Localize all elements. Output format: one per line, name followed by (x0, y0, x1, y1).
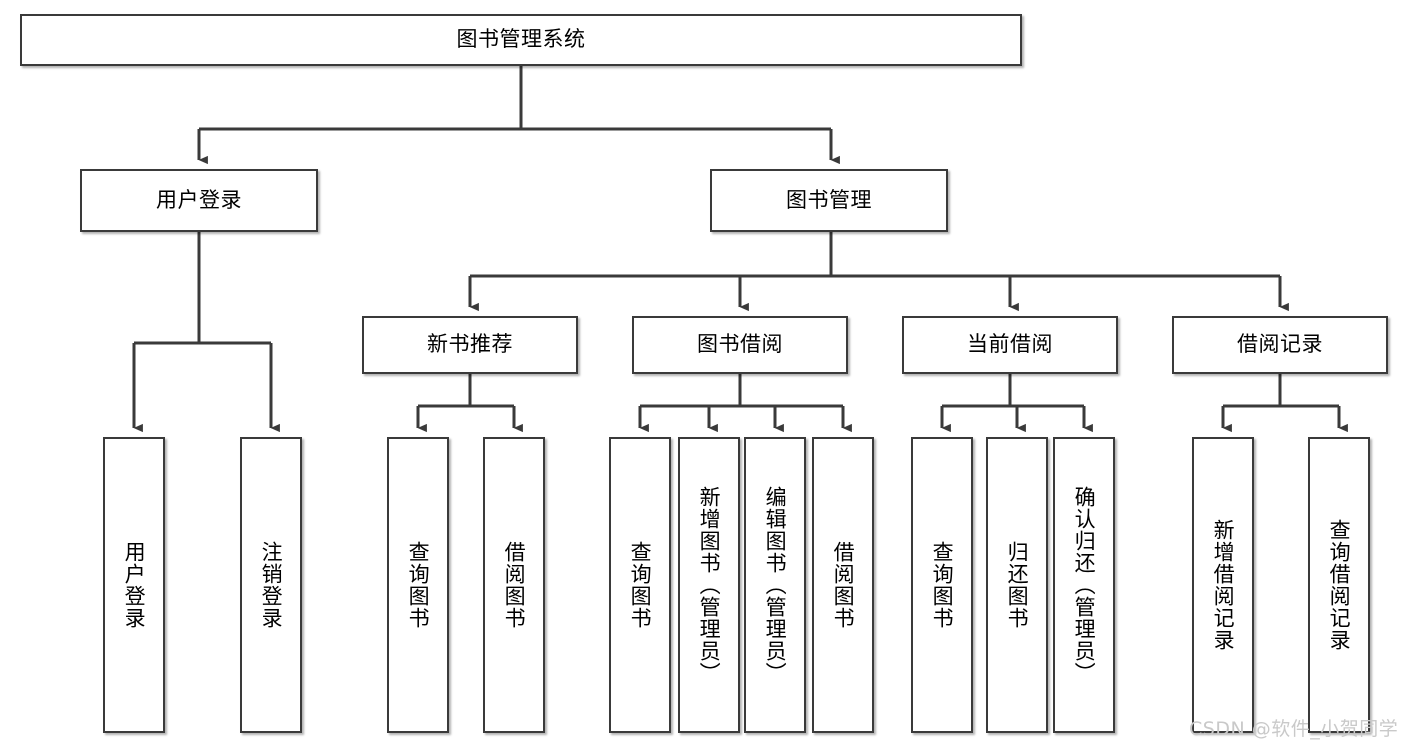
connectors-currentborrow-to-leaves (940, 374, 1093, 433)
connectors-recommend-to-leaves (416, 374, 523, 433)
node-leaf-current-return-book[interactable]: 归还图书 (986, 437, 1048, 733)
node-leaf-current-query-book-label: 查询图书 (930, 541, 955, 629)
node-leaf-current-return-book-label: 归还图书 (1005, 541, 1030, 629)
node-leaf-recommend-query-book-label: 查询图书 (406, 541, 431, 629)
node-current-borrow[interactable]: 当前借阅 (902, 316, 1118, 374)
node-leaf-borrow-borrow-book[interactable]: 借阅图书 (812, 437, 874, 733)
node-book-borrow[interactable]: 图书借阅 (632, 316, 848, 374)
node-leaf-current-query-book[interactable]: 查询图书 (911, 437, 973, 733)
node-leaf-recommend-borrow-book[interactable]: 借阅图书 (483, 437, 545, 733)
node-leaf-user-logout[interactable]: 注销登录 (240, 437, 302, 733)
node-leaf-borrow-add-book-label: 新增图书（管理员） (697, 486, 722, 684)
node-user-login-label: 用户登录 (156, 187, 242, 212)
node-user-login[interactable]: 用户登录 (80, 169, 318, 232)
connectors-userlogin-to-leaves (132, 232, 280, 433)
node-leaf-user-login-label: 用户登录 (122, 541, 147, 629)
node-leaf-borrow-edit-book[interactable]: 编辑图书（管理员） (744, 437, 806, 733)
node-leaf-current-confirm-return[interactable]: 确认归还（管理员） (1053, 437, 1115, 733)
node-leaf-borrow-borrow-book-label: 借阅图书 (831, 541, 856, 629)
connectors-bookmgmt-to-level3 (468, 232, 1289, 312)
node-leaf-record-add-label: 新增借阅记录 (1211, 519, 1236, 651)
node-book-borrow-label: 图书借阅 (697, 332, 783, 357)
node-leaf-borrow-query-book[interactable]: 查询图书 (609, 437, 671, 733)
csdn-watermark: CSDN @软件_小贺同学 (1189, 718, 1399, 740)
node-leaf-user-login[interactable]: 用户登录 (103, 437, 165, 733)
node-root[interactable]: 图书管理系统 (20, 14, 1022, 66)
node-leaf-borrow-add-book[interactable]: 新增图书（管理员） (678, 437, 740, 733)
connectors-root-to-level2 (197, 66, 840, 165)
node-borrow-record[interactable]: 借阅记录 (1172, 316, 1388, 374)
node-leaf-current-confirm-return-label: 确认归还（管理员） (1072, 486, 1097, 684)
node-leaf-borrow-query-book-label: 查询图书 (628, 541, 653, 629)
node-leaf-recommend-borrow-book-label: 借阅图书 (502, 541, 527, 629)
node-current-borrow-label: 当前借阅 (967, 332, 1053, 357)
node-leaf-borrow-edit-book-label: 编辑图书（管理员） (763, 486, 788, 684)
connectors-bookborrow-to-leaves (638, 374, 852, 433)
node-book-management-label: 图书管理 (786, 187, 872, 212)
node-book-management[interactable]: 图书管理 (710, 169, 948, 232)
node-leaf-record-query-label: 查询借阅记录 (1327, 519, 1352, 651)
node-leaf-record-query[interactable]: 查询借阅记录 (1308, 437, 1370, 733)
node-new-book-recommend[interactable]: 新书推荐 (362, 316, 578, 374)
node-leaf-record-add[interactable]: 新增借阅记录 (1192, 437, 1254, 733)
node-root-label: 图书管理系统 (456, 27, 586, 52)
node-new-book-recommend-label: 新书推荐 (427, 332, 513, 357)
connectors-borrowrecord-to-leaves (1221, 374, 1348, 433)
node-borrow-record-label: 借阅记录 (1237, 332, 1323, 357)
node-leaf-recommend-query-book[interactable]: 查询图书 (387, 437, 449, 733)
node-leaf-user-logout-label: 注销登录 (259, 541, 284, 629)
